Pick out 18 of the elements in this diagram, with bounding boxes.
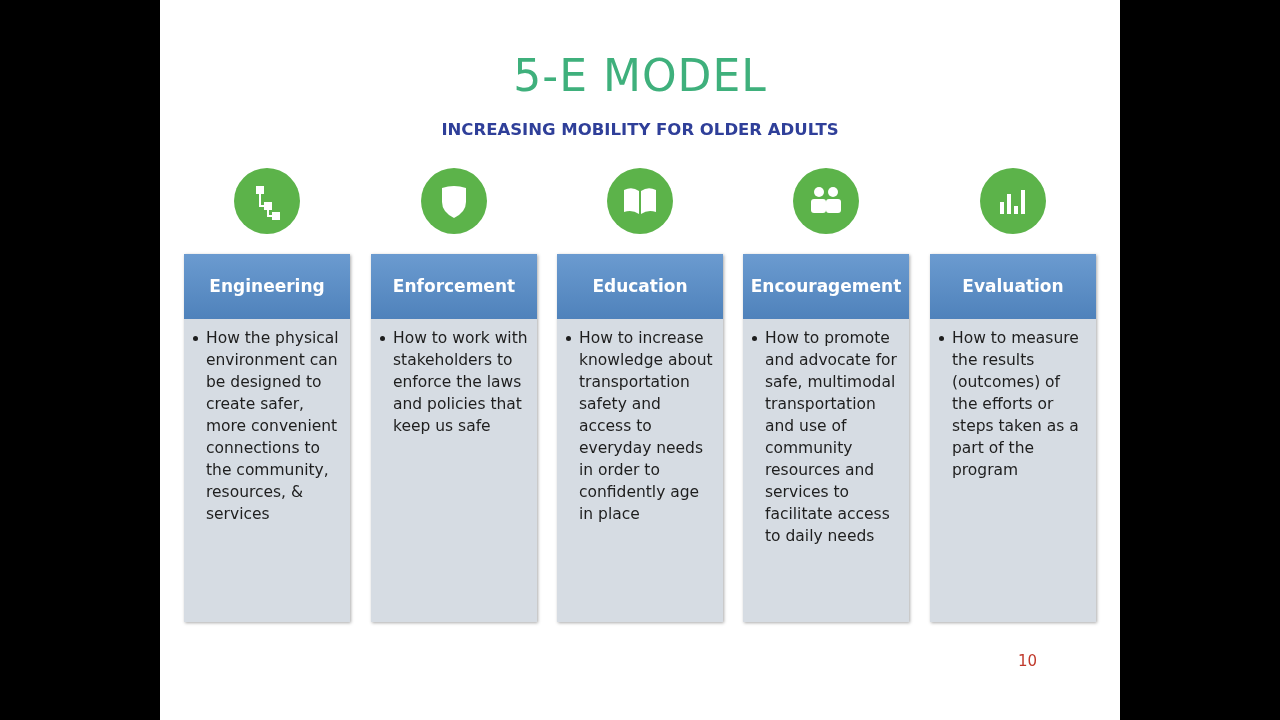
column-header: Education — [557, 254, 723, 319]
page-number: 10 — [1018, 652, 1038, 670]
column-panel — [930, 254, 1096, 622]
bullet-text: How to increase knowledge about transportation safety and access to everyday needs in order to confidently age in place — [579, 328, 714, 525]
title: 5-E MODEL — [513, 50, 767, 101]
column-panel — [184, 254, 350, 622]
column-header: Enforcement — [371, 254, 537, 319]
bullet-text: How to promote and advocate for safe, multimodal transportation and use of community resources and services to facilitate access to daily needs — [765, 328, 898, 547]
column-header: Engineering — [184, 254, 350, 319]
column-panel — [557, 254, 723, 622]
column-panel — [371, 254, 537, 622]
bullet-text: How to measure the results (outcomes) of the efforts or steps taken as a part of the program — [952, 328, 1080, 481]
subtitle: INCREASING MOBILITY FOR OLDER ADULTS — [441, 120, 839, 139]
column-header: Evaluation — [930, 254, 1096, 319]
column-header: Encouragement — [743, 254, 909, 319]
column-panel — [743, 254, 909, 622]
bullet-text: How to work with stakeholders to enforce the laws and policies that keep us safe — [393, 328, 529, 437]
bullet-text: How the physical environment can be designed to create safer, more convenient connections to the community, resources, & services — [206, 328, 340, 525]
